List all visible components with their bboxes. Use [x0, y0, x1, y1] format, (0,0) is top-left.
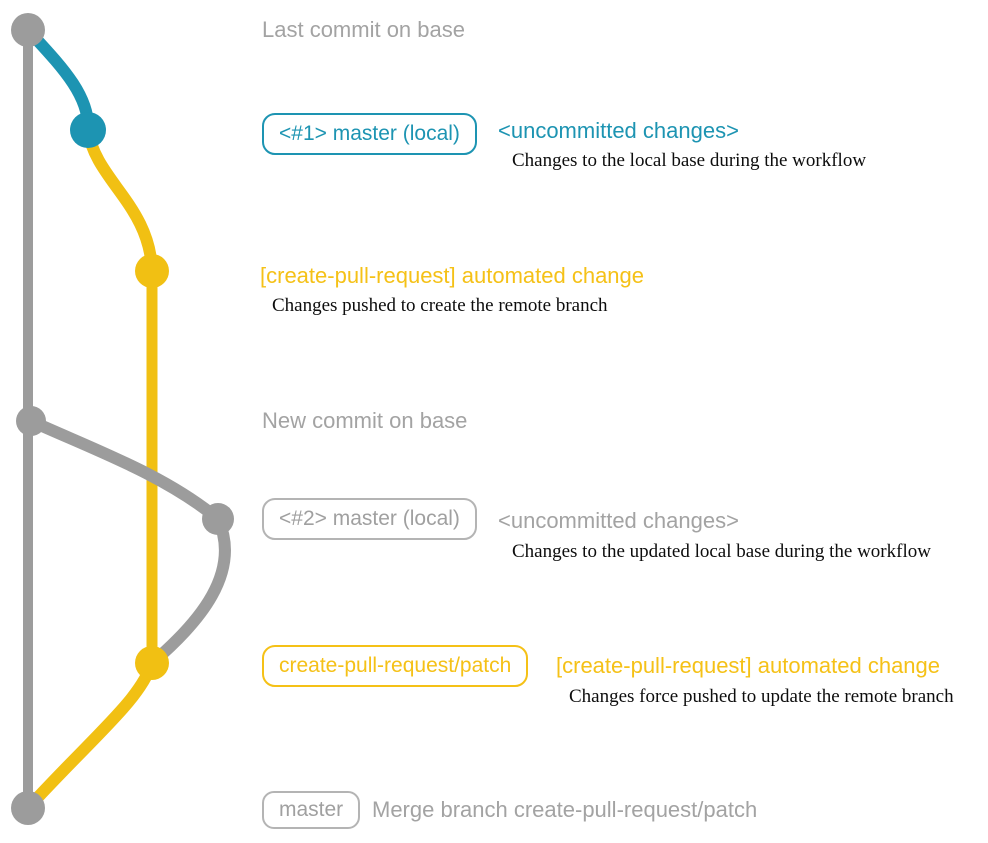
automated-change-2-desc: Changes force pushed to update the remot…: [569, 686, 954, 707]
master-local-2-badge: <#2> master (local): [262, 498, 477, 540]
new-commit-on-base-label: New commit on base: [262, 408, 468, 433]
patch-create-edge-yellow: [82, 124, 158, 277]
merge-branch-label: Merge branch create-pull-request/patch: [372, 797, 758, 822]
commit-node-automated-change-2: [135, 646, 169, 680]
uncommitted-changes-1-title: <uncommitted changes>: [498, 118, 739, 143]
uncommitted-changes-2-title: <uncommitted changes>: [498, 508, 739, 533]
commit-node-merge: [11, 791, 45, 825]
automated-change-2-title: [create-pull-request] automated change: [556, 653, 941, 678]
automated-change-1-title: [create-pull-request] automated change: [260, 263, 645, 288]
master-badge: master: [262, 791, 361, 829]
patch-branch-badge: create-pull-request/patch: [262, 645, 529, 687]
commit-node-master-local-1: [70, 112, 106, 148]
commit-node-automated-change-1: [135, 254, 169, 288]
uncommitted-changes-2-desc: Changes to the updated local base during…: [512, 541, 931, 562]
merge-edge-yellow: [22, 657, 158, 814]
rebase-edge-gray-down: [146, 513, 231, 669]
last-commit-on-base-label: Last commit on base: [262, 17, 465, 42]
uncommitted-changes-1-desc: Changes to the local base during the wor…: [512, 150, 867, 171]
commit-node-new-base: [16, 406, 46, 436]
commit-node-last-base: [11, 13, 45, 47]
commit-node-master-local-2: [202, 503, 234, 535]
automated-change-1-desc: Changes pushed to create the remote bran…: [272, 295, 608, 316]
rebase-edge-gray-out: [25, 415, 224, 525]
master-local-1-badge: <#1> master (local): [262, 113, 477, 155]
